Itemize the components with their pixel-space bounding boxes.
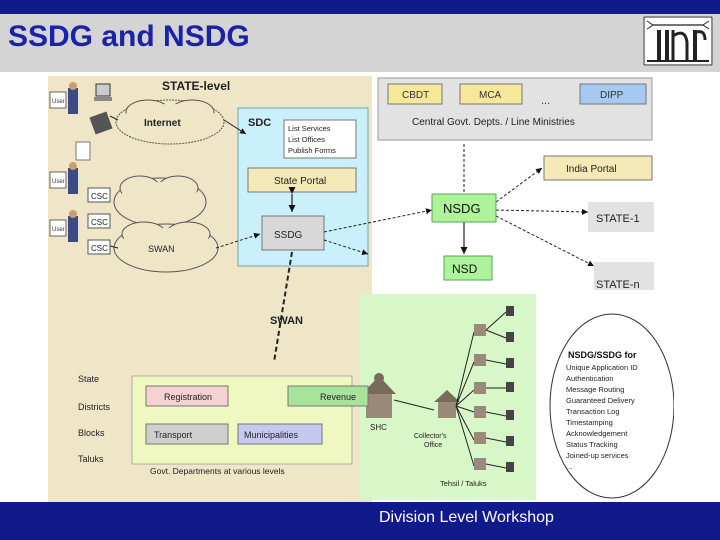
ssdg-label: SSDG <box>274 230 303 241</box>
hierarchy-taluks: Taluks <box>78 454 104 464</box>
services-box <box>283 119 357 159</box>
svg-text:User: User <box>52 227 65 233</box>
unlabeled-cloud <box>113 175 207 227</box>
feature-item: Unique Application ID <box>566 363 638 372</box>
csc-box-3 <box>87 239 111 255</box>
state-n-box <box>594 262 654 290</box>
shc-label: SHC <box>370 423 387 432</box>
hierarchy-state: State <box>78 374 99 384</box>
features-list: Unique Application ID AuthenticationMessa… <box>566 363 638 471</box>
mca-box <box>459 83 523 105</box>
india-portal-label: India Portal <box>566 164 617 175</box>
csc-label-3: CSC <box>91 244 108 253</box>
ssdg-box <box>261 215 325 251</box>
feature-item: Timestamping <box>566 418 613 427</box>
feature-item: Guaranteed Delivery <box>566 396 635 405</box>
service-item-3: Publish Forms <box>288 146 336 155</box>
footer-bar <box>0 502 720 540</box>
svg-text:SWAN: SWAN <box>148 244 175 254</box>
revenue-label: Revenue <box>320 392 356 402</box>
service-item-1: List Services <box>288 124 331 133</box>
slide-title: SSDG and NSDG <box>8 20 250 53</box>
nsd-box <box>443 255 493 281</box>
cbdt-label: CBDT <box>402 90 429 101</box>
features-callout: NSDG/SSDG for <box>549 313 674 499</box>
title-band <box>0 14 720 72</box>
state-level-title: STATE-level <box>162 79 230 93</box>
feature-item: Joined-up services <box>566 451 629 460</box>
phone-icon <box>89 111 113 135</box>
ellipsis-label: ... <box>541 95 550 107</box>
feature-item: Acknowledgement <box>566 429 628 438</box>
feature-item: Message Routing <box>566 385 624 394</box>
service-item-2: List Offices <box>288 135 325 144</box>
india-portal-box <box>543 155 653 181</box>
state-1-box <box>588 202 654 232</box>
cbdt-box <box>387 83 443 105</box>
user-bottom: User <box>49 210 78 242</box>
csc-label-1: CSC <box>91 192 108 201</box>
header-rule <box>0 12 720 14</box>
feature-item: Authentication <box>566 374 614 383</box>
footer-text: Division Level Workshop <box>379 509 554 526</box>
swan-cloud: SWAN <box>113 221 219 273</box>
departments-caption: Govt. Departments at various levels <box>150 466 285 476</box>
features-title: NSDG/SSDG for <box>568 350 637 360</box>
shc-building-icon <box>362 373 396 418</box>
svg-text:User: User <box>52 179 65 185</box>
state-1-label: STATE-1 <box>596 213 640 225</box>
form-icon <box>75 141 91 161</box>
user-top: User <box>49 82 78 114</box>
swan-main-label: SWAN <box>270 315 303 327</box>
svg-text:User: User <box>52 99 65 105</box>
nsdg-box <box>431 193 497 223</box>
state-portal-label: State Portal <box>274 176 326 187</box>
nsdg-label: NSDG <box>443 201 481 216</box>
hierarchy-blocks: Blocks <box>78 428 105 438</box>
dipp-box <box>579 83 647 105</box>
csc-box-2 <box>87 213 111 229</box>
transport-label: Transport <box>154 430 193 440</box>
nsd-label: NSD <box>452 262 478 276</box>
csc-box-1 <box>87 187 111 203</box>
municipalities-label: Municipalities <box>244 430 299 440</box>
state-n-label: STATE-n <box>596 279 640 291</box>
user-middle: User <box>49 162 78 194</box>
feature-item: ... <box>566 462 572 471</box>
transport-box <box>145 423 229 445</box>
hierarchy-districts: Districts <box>78 402 110 412</box>
municipalities-box <box>237 423 323 445</box>
feature-item: Status Tracking <box>566 440 618 449</box>
state-portal-box <box>247 167 357 193</box>
tehsil-label: Tehsil / Taluks <box>440 479 487 488</box>
sdc-label: SDC <box>248 117 271 129</box>
internet-cloud: Internet <box>115 99 225 145</box>
office-label: Office <box>424 442 442 449</box>
collectors-label: Collector's <box>414 433 447 440</box>
institute-logo <box>643 16 713 66</box>
dipp-label: DIPP <box>600 90 624 101</box>
computer-icon <box>94 83 112 101</box>
feature-item: Transaction Log <box>566 407 620 416</box>
csc-label-2: CSC <box>91 218 108 227</box>
mca-label: MCA <box>479 90 502 101</box>
header-bar <box>0 0 720 12</box>
registration-label: Registration <box>164 392 212 402</box>
central-caption: Central Govt. Depts. / Line Ministries <box>412 117 575 128</box>
collector-office-icon <box>434 390 460 418</box>
user-terminal-icon <box>506 306 514 472</box>
svg-text:Internet: Internet <box>144 118 181 129</box>
revenue-box <box>287 385 369 407</box>
gateway-architecture-diagram: CBDT MCA ... DIPP Central Govt. Depts. /… <box>48 76 674 502</box>
tehsil-icon <box>474 324 486 470</box>
registration-box <box>145 385 229 407</box>
